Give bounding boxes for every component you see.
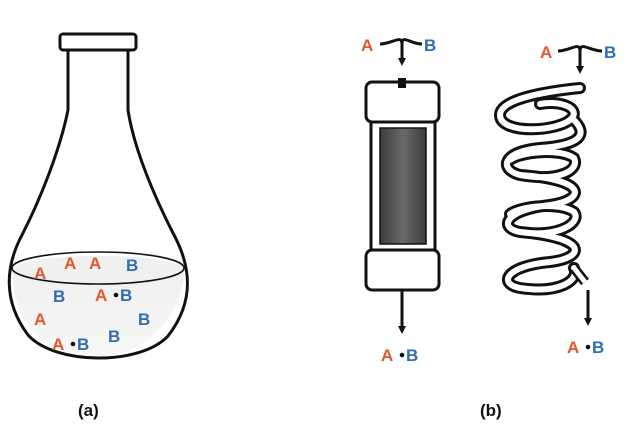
coil-output-b: B [592,338,604,357]
column-input-b: B [424,36,436,55]
coil-input-a: A [540,43,552,62]
species-ab-a: A [95,286,107,305]
species-b: B [53,287,65,306]
species-ab-b: B [120,286,132,305]
column-packing [379,127,427,245]
flask-rim [58,32,138,52]
species-b: B [108,327,120,346]
column-output-b: B [406,346,418,365]
column-output-ab: A B [381,346,418,365]
coil-input-merge [557,45,603,70]
coil-tube [494,82,589,296]
bond-dot [399,352,405,358]
coil-output-a: A [567,338,579,357]
column-inlet-port [398,78,406,88]
flask [7,32,189,360]
column-bottom-cap [364,248,441,292]
coil-reactor: A B A B [494,43,616,357]
species-b: B [138,310,150,329]
species-b: B [126,256,138,275]
species-ab-a: A [52,335,64,354]
species-a: A [89,254,101,273]
flask-outline [7,106,189,360]
coil-output-ab: A B [567,338,604,357]
species-a: A [34,310,46,329]
species-ab: A B [52,335,89,354]
bond-dot [113,292,119,298]
panel-b-caption: (b) [480,401,502,420]
species-ab-b: B [77,335,89,354]
column-input-merge [379,38,423,62]
panel-a-caption: (a) [78,401,99,420]
bond-dot [585,344,591,350]
flask-neck [66,50,130,106]
bond-dot [70,341,76,347]
species-a: A [64,254,76,273]
packed-column-reactor: A B A B [361,36,441,365]
coil-input-b: B [604,43,616,62]
species-a: A [34,264,46,283]
flask-species: A A A B B A B A B A B B [34,254,150,354]
column-input-a: A [361,36,373,55]
flask-liquid-surface [11,251,185,285]
species-ab: A B [95,286,132,305]
column-output-a: A [381,346,393,365]
